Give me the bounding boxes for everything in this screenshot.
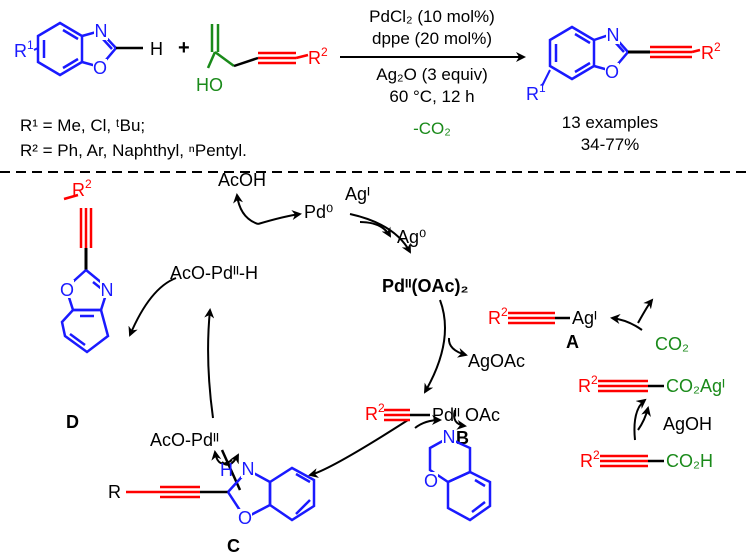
condition-co2-loss: -CO₂ [413, 119, 451, 138]
pd-oac2-label: Pdᴵᴵ(OAc)₂ [382, 276, 469, 296]
a-r2-label: R2 [488, 305, 508, 328]
catalytic-cycle-arrows [128, 193, 654, 478]
product-r1-label: R1 [526, 81, 546, 104]
label-c: C [227, 536, 240, 556]
r2-label: R2 [308, 45, 328, 68]
condition-catalyst: PdCl₂ (10 mol%) [369, 7, 495, 26]
yield-range: 34-77% [581, 135, 640, 154]
examples-count: 13 examples [562, 113, 658, 132]
benzoxazole-h-label: H [150, 39, 163, 59]
aco-pd-label: AcO-Pdᴵᴵ [150, 430, 219, 450]
d-o-label: O [60, 280, 74, 300]
acid-hydroxyl-label: HO [196, 75, 223, 95]
co2-release-label: CO₂ [655, 334, 689, 354]
product-r2-label: R2 [701, 40, 721, 63]
pd0-label: Pd⁰ [304, 202, 333, 222]
c-r-label: R [108, 482, 121, 502]
benzoxazole-n-label: N [95, 21, 108, 41]
label-d: D [66, 412, 79, 432]
b-pd-oac-label: Pdᴵᴵ OAc [432, 405, 500, 425]
product-n-label: N [607, 25, 620, 45]
r1-label: R1 [14, 38, 34, 61]
silver-carboxylate-r2: R2 [578, 373, 598, 396]
silver-acetylide-branch: R2 Agᴵ A CO₂ R2 CO₂Agᴵ AgOH R2 CO₂H [488, 305, 725, 471]
intermediate-d: O N R2 D [60, 177, 114, 432]
b-n-label: N [443, 427, 456, 447]
intermediate-c: AcO-Pdᴵᴵ N O H R C [108, 430, 316, 556]
agoac-label: AgOAc [468, 351, 525, 371]
aco-pd-h-label: AcO-Pdᴵᴵ-H [170, 263, 258, 283]
acoh-label: AcOH [218, 170, 266, 190]
plus-sign: + [178, 37, 190, 59]
product-alkynyl-benzoxazole: N O R2 R1 [526, 25, 721, 104]
co2h-label: CO₂H [666, 451, 713, 471]
r2-definition: R² = Ph, Ar, Naphthyl, ⁿPentyl. [20, 141, 247, 160]
a-ag-label: Agᴵ [572, 308, 597, 328]
product-o-label: O [605, 62, 619, 82]
b-r2-label: R2 [365, 401, 385, 424]
agoh-label: AgOH [663, 414, 712, 434]
starting-benzoxazole: N O H R1 [14, 21, 163, 78]
label-a: A [566, 332, 579, 352]
condition-temperature: 60 °C, 12 h [389, 87, 474, 106]
co2ag-label: CO₂Agᴵ [666, 376, 725, 396]
alkynyl-carboxylic-acid: HO R2 [196, 24, 328, 95]
b-o-label: O [424, 471, 438, 491]
condition-ligand: dppe (20 mol%) [372, 29, 492, 48]
benzoxazole-o-label: O [93, 58, 107, 78]
agi-oxidant-label: Agᴵ [345, 184, 370, 204]
d-n-label: N [101, 280, 114, 300]
intermediate-b: R2 Pdᴵᴵ OAc B N O [365, 401, 500, 522]
reaction-conditions: PdCl₂ (10 mol%) dppe (20 mol%) Ag₂O (3 e… [340, 7, 526, 138]
c-o-label: O [238, 508, 252, 528]
r1-definition: R¹ = Me, Cl, ᵗBu; [20, 116, 145, 135]
d-r2-label: R2 [72, 177, 92, 200]
condition-oxidant: Ag₂O (3 equiv) [376, 65, 487, 84]
c-h-label: H [220, 460, 233, 480]
acid-r2-label: R2 [580, 448, 600, 471]
ag0-label: Ag⁰ [397, 227, 426, 247]
c-n-label: N [242, 459, 255, 479]
